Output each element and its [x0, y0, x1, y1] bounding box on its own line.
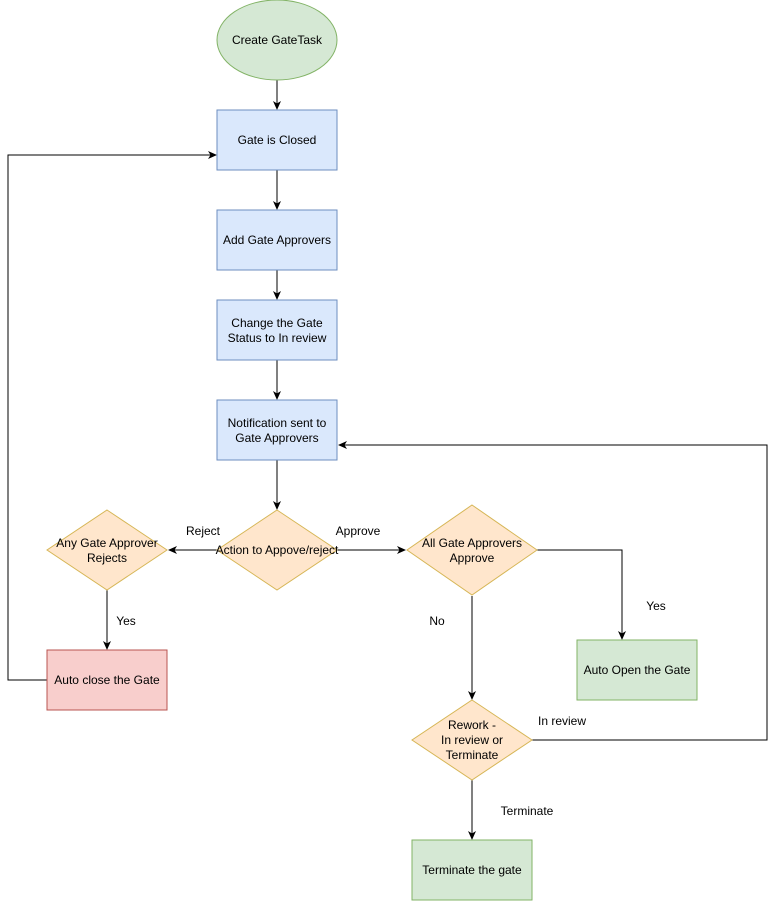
edge-label-approve: Approve: [336, 524, 381, 538]
node-terminate-gate-label: Terminate the gate: [422, 863, 522, 877]
node-notification-sent-label-2: Gate Approvers: [235, 431, 318, 445]
edge-rework-to-notify: [338, 441, 768, 741]
edge-label-yes-approve: Yes: [646, 599, 666, 613]
node-gate-is-closed-label: Gate is Closed: [238, 133, 317, 147]
node-notification-sent: Notification sent to Gate Approvers: [216, 399, 338, 461]
edge-approve-to-autoopen: [537, 549, 626, 640]
node-auto-close-gate: Auto close the Gate: [46, 649, 168, 711]
node-rework-decision-label-1: Rework -: [448, 718, 496, 732]
edge-label-yes-reject: Yes: [116, 614, 136, 628]
node-rework-decision-label-3: Terminate: [446, 748, 499, 762]
node-auto-open-gate: Auto Open the Gate: [576, 639, 698, 701]
edge-label-in-review: In review: [538, 714, 586, 728]
edges: [7, 80, 768, 840]
node-action-decision: Action to Appove/reject: [216, 509, 339, 591]
node-gate-is-closed: Gate is Closed: [216, 109, 338, 171]
node-create-gate-task-label: Create GateTask: [232, 33, 323, 47]
node-all-approvers-approve-label-2: Approve: [450, 551, 495, 565]
edge-label-terminate: Terminate: [501, 804, 554, 818]
node-change-gate-status: Change the Gate Status to In review: [216, 299, 338, 361]
node-any-approver-rejects: Any Gate Approver Rejects: [46, 509, 168, 591]
node-rework-decision: Rework - In review or Terminate: [411, 699, 533, 781]
node-auto-close-gate-label: Auto close the Gate: [54, 673, 160, 687]
edge-label-reject: Reject: [186, 524, 221, 538]
node-terminate-gate: Terminate the gate: [411, 839, 533, 901]
node-add-gate-approvers-label: Add Gate Approvers: [223, 233, 331, 247]
node-create-gate-task: Create GateTask: [216, 0, 338, 81]
node-any-approver-rejects-label-1: Any Gate Approver: [56, 536, 157, 550]
node-change-gate-status-label-1: Change the Gate: [231, 316, 323, 330]
node-notification-sent-label-1: Notification sent to: [228, 416, 327, 430]
edge-label-no: No: [429, 614, 445, 628]
node-add-gate-approvers: Add Gate Approvers: [216, 209, 338, 271]
node-change-gate-status-label-2: Status to In review: [228, 331, 327, 345]
node-rework-decision-label-2: In review or: [441, 733, 503, 747]
node-any-approver-rejects-label-2: Rejects: [87, 551, 127, 565]
edge-autoclose-to-closed: [7, 151, 217, 681]
node-auto-open-gate-label: Auto Open the Gate: [584, 663, 691, 677]
node-action-decision-label: Action to Appove/reject: [216, 543, 339, 557]
edge-labels: Reject Approve Yes Yes No In review Term…: [116, 524, 666, 818]
node-all-approvers-approve-label-1: All Gate Approvers: [422, 536, 522, 550]
node-all-approvers-approve: All Gate Approvers Approve: [406, 504, 538, 596]
